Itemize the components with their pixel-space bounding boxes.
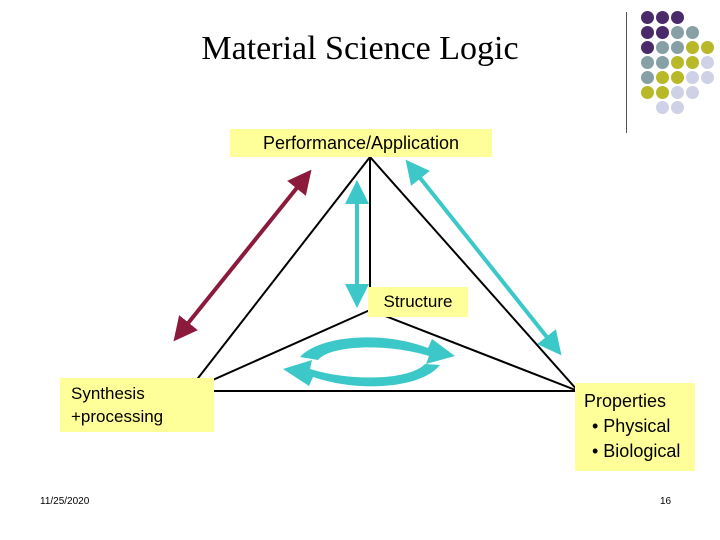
decorative-dot [671,86,684,99]
decorative-dot [641,71,654,84]
decorative-dot [641,26,654,39]
properties-title: Properties [584,391,667,411]
decorative-dot [656,101,669,114]
properties-item-biological: • Biological [592,441,681,461]
decorative-dot [701,41,714,54]
decorative-dot [671,41,684,54]
decorative-dot [686,26,699,39]
slide-date: 11/25/2020 [40,496,90,507]
decorative-dot [686,56,699,69]
properties-label: Properties • Physical • Biological [575,383,695,471]
outer-triangle [185,155,581,392]
decorative-dot [641,11,654,24]
arrow-synthesis-performance [173,169,312,342]
decorative-dot [686,86,699,99]
decorative-dot [701,71,714,84]
synthesis-line: Synthesis [71,384,145,403]
decorative-dot [671,71,684,84]
decorative-dot [641,56,654,69]
arrow-properties-performance [405,159,562,356]
decorative-dot [686,71,699,84]
decorative-dot [656,86,669,99]
decorative-dot [656,41,669,54]
cycle-arrows-icon [283,337,455,387]
performance-application-label: Performance/Application [230,129,492,157]
properties-item-physical: • Physical [592,416,671,436]
processing-line: +processing [71,407,164,426]
decorative-dot [686,41,699,54]
structure-label: Structure [368,287,468,317]
decorative-dot [641,86,654,99]
slide-title: Material Science Logic [201,30,519,67]
slide-page-number: 16 [660,496,672,507]
decorative-dot [656,71,669,84]
decorative-dot [671,56,684,69]
decorative-divider [626,12,627,133]
spoke-left [187,309,371,392]
synthesis-processing-label: Synthesis +processing [60,378,214,432]
decorative-dot [671,101,684,114]
decorative-dot [671,11,684,24]
decorative-dot [656,56,669,69]
decorative-dot [641,41,654,54]
decorative-dot [656,11,669,24]
decorative-dot [656,26,669,39]
decorative-dot [701,56,714,69]
decorative-dot [671,26,684,39]
